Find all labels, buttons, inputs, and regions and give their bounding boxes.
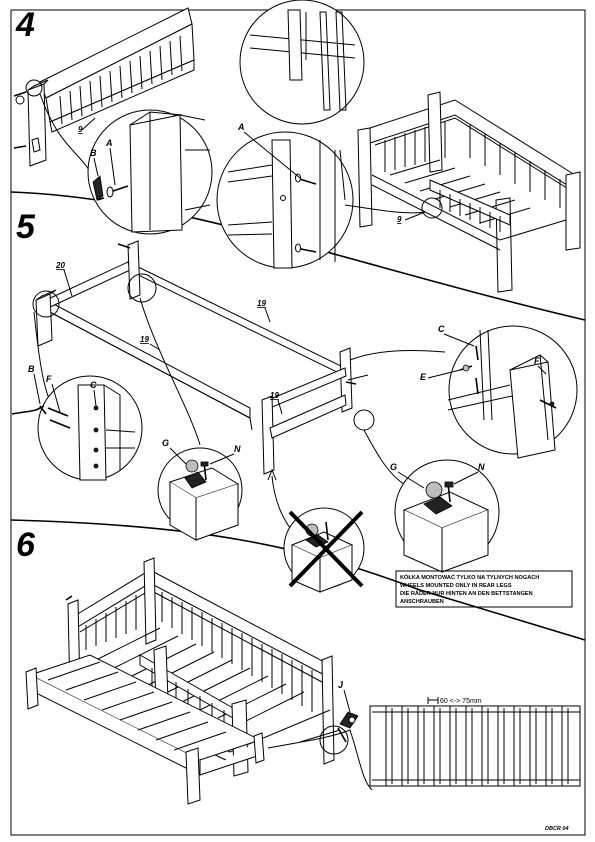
detail-circle-wheel-not-allowed [283, 507, 365, 593]
leader-line [81, 117, 96, 131]
leader-line [427, 369, 461, 379]
step-number-4: 4 [15, 6, 35, 44]
leader-line [139, 297, 201, 446]
bolt-head-icon [15, 95, 25, 105]
detail-circle-rail-joint [239, 0, 365, 125]
divider-step5-step6 [10, 519, 586, 641]
leader-line [404, 211, 426, 221]
bed-frame-step5 [32, 240, 375, 475]
part-label-20: 20 [55, 261, 65, 270]
part-label-A-2: A [237, 122, 245, 132]
detail-circle-marker [353, 409, 375, 431]
leader-line [209, 453, 235, 465]
wheel-plate-icon [423, 496, 453, 515]
wheel-icon [425, 481, 443, 499]
stapler-icon [337, 711, 359, 743]
note-line-pl: KÓŁKA MONTOWAĆ TYLKO NA TYLNYCH NOGACH [400, 573, 539, 581]
detail-circle-leg-bolts [37, 375, 143, 481]
detail-circle-bolt-holes [216, 131, 354, 269]
leader-line [93, 389, 97, 407]
wheel-plate-icon [184, 471, 207, 489]
part-label-19-3: 19 [270, 391, 279, 400]
leader-line [397, 471, 425, 489]
detail-circle-marker [421, 197, 443, 219]
detail-circle-marker [127, 273, 157, 303]
part-label-B-5: B [28, 364, 35, 374]
wheels-note-box: KÓŁKA MONTOWAĆ TYLKO NA TYLNYCH NOGACH W… [395, 570, 573, 608]
bed-assembled-step4 [357, 91, 581, 293]
part-label-19-2: 19 [140, 335, 149, 344]
part-label-N-5: N [234, 444, 241, 454]
slat-spacing-dimension: 60 <-> 75mm [440, 698, 482, 705]
leader-line [169, 447, 187, 465]
note-line-de: DIE RÄDER NUR HINTEN AN DEN BETTSTANGEN [400, 590, 533, 597]
leader-line [343, 689, 351, 713]
leader-line [243, 131, 301, 179]
document-code: DBCR 04 [545, 826, 569, 832]
part-label-A: A [105, 138, 113, 148]
allen-key-icon [11, 405, 45, 415]
detail-circle-wheel-2 [394, 459, 500, 573]
leader-line [537, 365, 547, 375]
part-label-19: 19 [257, 299, 266, 308]
leader-line [33, 373, 41, 405]
step-number-6: 6 [16, 526, 36, 564]
part-label-G-5: G [162, 438, 169, 448]
bolt-icon [47, 407, 69, 417]
part-label-C-5: C [90, 380, 97, 390]
bolt-line [13, 91, 27, 97]
part-label-B: B [90, 148, 97, 158]
allen-key-icon [39, 405, 47, 415]
detail-circle-marker [319, 725, 349, 755]
part-label-J: J [338, 680, 344, 690]
part-label-E-5: E [420, 372, 427, 382]
daybed-with-trundle [25, 557, 349, 805]
bolt-line [13, 145, 27, 149]
leader-line [443, 333, 475, 347]
leader-line [93, 157, 99, 177]
leader-line [51, 383, 61, 413]
leader-line [264, 307, 271, 323]
bolt-icon [49, 419, 71, 429]
leader-line [63, 269, 73, 297]
leader-line [344, 204, 426, 214]
note-line-en: WHEELS MOUNTED ONLY IN REAR LEGS [400, 583, 512, 589]
wheel-icon [185, 459, 199, 473]
note-line-de-2: ANSCHRAUBEN [400, 599, 444, 605]
part-label-9-2: 9 [397, 215, 402, 224]
arrow-icon [267, 468, 277, 481]
detail-circle-end-rail-bolts [447, 325, 578, 459]
slat-spacing-detail: 60 <-> 75mm [267, 697, 581, 791]
part-label-N-5b: N [478, 462, 485, 472]
step-number-5: 5 [16, 208, 36, 246]
detail-circle-allen-key [87, 109, 213, 235]
part-label-F-5: F [46, 374, 52, 384]
leader-line [363, 429, 406, 486]
leader-line [277, 399, 283, 415]
detail-circle-marker [32, 290, 60, 318]
leader-line [109, 147, 116, 186]
leader-line [349, 349, 446, 361]
leader-line [149, 343, 161, 351]
part-label-C-5b: C [438, 324, 445, 334]
leader-line [453, 471, 479, 485]
allen-key-icon [92, 175, 104, 201]
detail-circle-wheel-1 [157, 447, 243, 541]
part-label-9: 9 [78, 125, 83, 134]
bolt-icon [539, 399, 557, 409]
headboard-panel [27, 7, 195, 167]
part-label-G-5b: G [390, 462, 397, 472]
cross-out-icon [288, 510, 364, 588]
detail-circle-marker [25, 79, 43, 97]
part-label-F-5b: F [534, 356, 540, 366]
